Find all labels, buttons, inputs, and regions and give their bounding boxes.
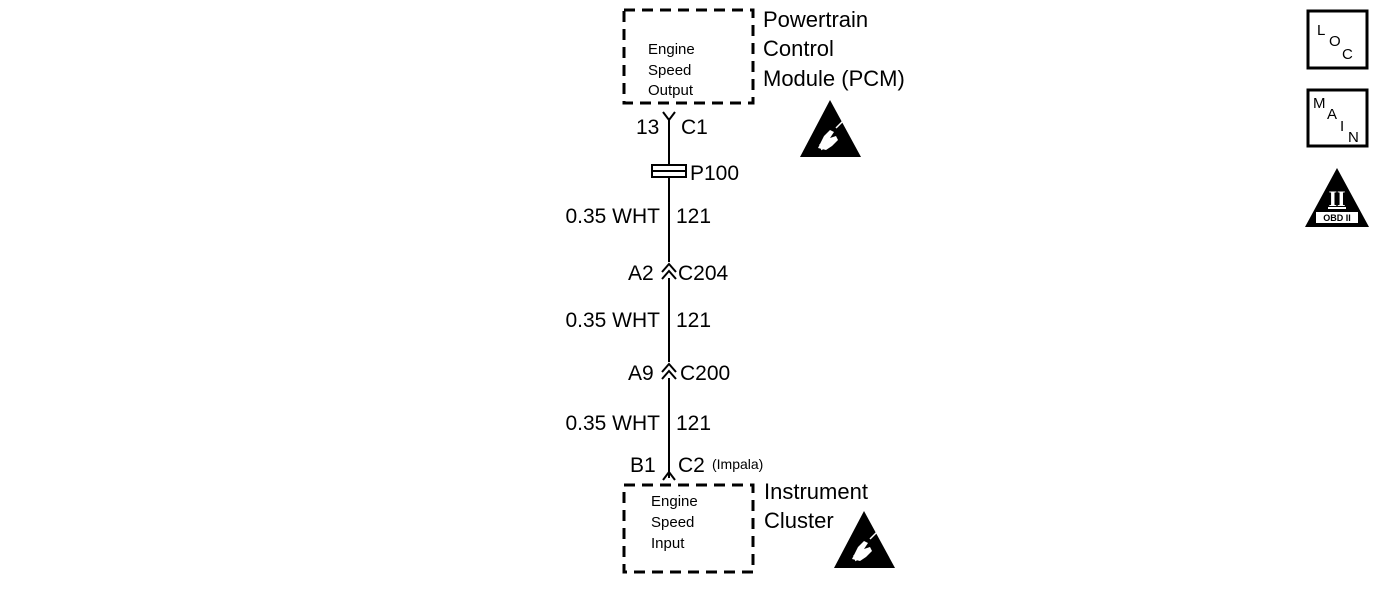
wire-3-circuit: 121	[676, 412, 711, 435]
wire-2-gauge-color: 0.35 WHT	[565, 309, 660, 332]
wire-1-gauge-color: 0.35 WHT	[565, 205, 660, 228]
c1-connector-symbol	[662, 111, 676, 122]
pcm-name-line-2: Control	[763, 36, 834, 61]
pcm-box-line-3: Output	[648, 82, 694, 99]
connector-c2: B1 C2 (Impala)	[630, 454, 763, 481]
pcm-name-line-1: Powertrain	[763, 7, 868, 32]
c2-pin: B1	[630, 454, 656, 477]
main-letter-n: N	[1348, 129, 1359, 146]
esd-sensitive-icon	[834, 511, 895, 568]
instrument-cluster-module: Engine Speed Input Instrument Cluster	[622, 479, 868, 574]
c204-connector-upper	[661, 262, 677, 273]
esd-sensitive-icon	[800, 100, 861, 157]
c200-name: C200	[680, 362, 730, 385]
loc-letter-l: L	[1317, 22, 1325, 39]
loc-icon: L O C	[1306, 9, 1369, 70]
connector-c200: A9 C200	[628, 362, 730, 385]
pcm-module: Engine Speed Output Powertrain Control M…	[622, 7, 905, 105]
obd-label: OBD II	[1323, 213, 1351, 223]
cluster-name-line-2: Cluster	[764, 508, 834, 533]
cluster-box-line-2: Speed	[651, 514, 694, 531]
p100-name: P100	[690, 162, 739, 185]
main-icon: M A I N	[1306, 88, 1369, 148]
pcm-name-line-3: Module (PCM)	[763, 66, 905, 91]
c2-name: C2	[678, 454, 705, 477]
pcm-module-box	[622, 8, 755, 105]
obd-ii-icon: II OBD II	[1305, 168, 1369, 227]
main-letter-m: M	[1313, 95, 1326, 112]
loc-letter-o: O	[1329, 33, 1341, 50]
c204-connector-lower	[661, 269, 677, 280]
wire-segment-3: 0.35 WHT 121	[565, 412, 711, 435]
c204-pin: A2	[628, 262, 654, 285]
cluster-name-line-1: Instrument	[764, 479, 868, 504]
cluster-box-line-1: Engine	[651, 493, 698, 510]
c204-name: C204	[678, 262, 729, 285]
wire-3-gauge-color: 0.35 WHT	[565, 412, 660, 435]
wire-segment-1: 0.35 WHT 121	[565, 205, 711, 228]
cluster-box-line-3: Input	[651, 535, 685, 552]
c200-connector-upper	[661, 362, 677, 373]
connector-c204: A2 C204	[628, 262, 729, 285]
obd-numeral: II	[1328, 186, 1345, 211]
pcm-box-line-1: Engine	[648, 41, 695, 58]
loc-letter-c: C	[1342, 46, 1353, 63]
passthrough-p100: P100	[651, 162, 739, 185]
c200-connector-lower	[661, 369, 677, 380]
wire-segment-2: 0.35 WHT 121	[565, 309, 711, 332]
main-letter-a: A	[1327, 106, 1337, 123]
c2-note: (Impala)	[712, 456, 763, 472]
wire-1-circuit: 121	[676, 205, 711, 228]
main-letter-i: I	[1340, 118, 1344, 135]
c2-connector-symbol	[662, 470, 676, 481]
pcm-box-line-2: Speed	[648, 62, 691, 79]
connector-c1: 13 C1	[636, 111, 708, 139]
c200-pin: A9	[628, 362, 654, 385]
wire-2-circuit: 121	[676, 309, 711, 332]
c1-pin: 13	[636, 116, 659, 139]
c1-name: C1	[681, 116, 708, 139]
cluster-module-box	[622, 483, 755, 574]
